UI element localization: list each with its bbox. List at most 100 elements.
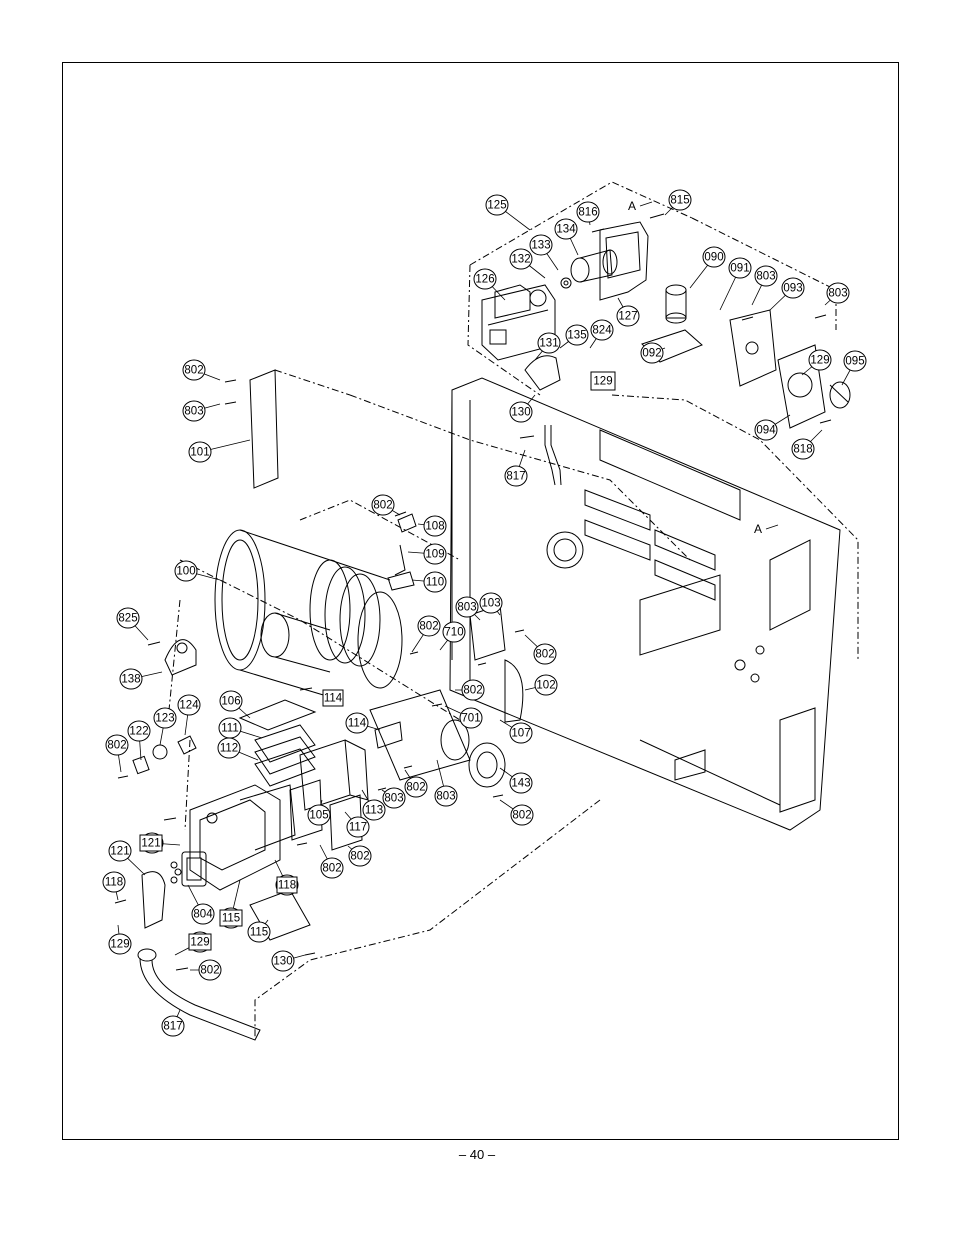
part-callout-090: 090 — [702, 246, 726, 268]
callout-box — [276, 876, 298, 894]
callout-number: 129 — [110, 939, 129, 951]
callout-circle — [182, 400, 206, 422]
callout-number: 803 — [756, 271, 775, 283]
part-124 — [177, 735, 197, 755]
boxed-callout-118: 118 — [276, 876, 298, 894]
callout-circle — [219, 690, 243, 712]
elbow-135 — [524, 355, 561, 391]
page-number: – 40 – — [458, 1147, 496, 1162]
part-callout-118: 118 — [102, 871, 126, 893]
callout-number: 106 — [221, 696, 240, 708]
part-callout-133: 133 — [529, 234, 553, 256]
rail-106-top — [238, 699, 317, 731]
callout-box — [139, 834, 163, 852]
part-callout-132: 132 — [509, 248, 533, 270]
heat-exchanger-100 — [214, 529, 403, 701]
boxed-callout-114: 114 — [322, 689, 344, 707]
callout-circle — [455, 596, 479, 618]
section-mark: A — [628, 199, 636, 213]
callout-number: 115 — [250, 927, 268, 939]
bracket-102 — [504, 659, 524, 723]
callout-number: 103 — [481, 598, 500, 610]
callout-number: 710 — [444, 627, 463, 639]
callout-box — [322, 689, 344, 707]
callout-circle — [537, 332, 561, 354]
part-callout-825: 825 — [116, 607, 140, 629]
callout-number: 113 — [365, 805, 383, 817]
part-callout-143: 143 — [509, 772, 533, 794]
callout-number: 802 — [373, 500, 392, 512]
callout-number: 802 — [107, 740, 126, 752]
callout-number: 111 — [221, 723, 238, 735]
part-callout-802: 802 — [371, 494, 395, 516]
part-callout-816: 816 — [576, 201, 600, 223]
part-callout-092: 092 — [640, 342, 664, 364]
part-callout-129: 129 — [808, 349, 832, 371]
part-callout-103: 103 — [479, 592, 503, 614]
part-callout-803: 803 — [754, 265, 778, 287]
callout-number: 802 — [350, 851, 369, 863]
cover-plate-101 — [249, 369, 279, 489]
cover-094 — [777, 344, 826, 429]
callout-circle — [781, 277, 805, 299]
part-callout-803: 803 — [382, 787, 406, 809]
callout-circle — [423, 543, 447, 565]
callout-circle — [728, 257, 752, 279]
callout-circle — [108, 933, 132, 955]
part-callout-130: 130 — [271, 950, 295, 972]
plate-110 — [387, 571, 415, 591]
callout-circle — [116, 607, 140, 629]
boxed-callout-129: 129 — [188, 933, 212, 951]
callout-circle — [320, 857, 344, 879]
callout-circle — [485, 194, 509, 216]
callout-circle — [191, 903, 215, 925]
part-callout-802: 802 — [417, 615, 441, 637]
orifice-090 — [665, 284, 687, 324]
callout-number: 105 — [309, 810, 328, 822]
part-callout-109: 109 — [423, 543, 447, 565]
callout-number: 802 — [184, 365, 203, 377]
callout-circle — [346, 816, 370, 838]
part-callout-130: 130 — [509, 401, 533, 423]
part-callout-134: 134 — [554, 218, 578, 240]
callout-circle — [217, 737, 241, 759]
gasket-143 — [468, 742, 506, 788]
callout-number: 802 — [200, 965, 219, 977]
part-callout-803: 803 — [182, 400, 206, 422]
gas-pipe — [544, 425, 562, 486]
callout-number: 127 — [618, 311, 637, 323]
callout-circle — [565, 324, 589, 346]
part-callout-110: 110 — [423, 571, 447, 593]
callout-number: 824 — [592, 325, 612, 337]
part-callout-093: 093 — [781, 277, 805, 299]
callout-circle — [434, 785, 458, 807]
callout-circle — [177, 694, 201, 716]
part-callout-091: 091 — [728, 257, 752, 279]
part-callout-803: 803 — [455, 596, 479, 618]
pipe-134 — [560, 249, 618, 289]
callout-number: 129 — [593, 376, 612, 388]
callout-number: 802 — [419, 621, 438, 633]
callout-number: 804 — [193, 909, 213, 921]
callout-circle — [345, 712, 369, 734]
callout-circle — [371, 494, 395, 516]
part-callout-113: 113 — [362, 799, 386, 821]
callout-circle — [153, 707, 177, 729]
callout-number: 102 — [536, 680, 555, 692]
callout-circle — [533, 643, 557, 665]
callout-circle — [459, 707, 483, 729]
callout-number: 125 — [487, 200, 506, 212]
callout-number: 126 — [475, 274, 494, 286]
part-callout-095: 095 — [843, 350, 867, 372]
callout-number: 092 — [642, 348, 661, 360]
part-callout-100: 100 — [174, 560, 198, 582]
callout-number: 802 — [322, 863, 341, 875]
callout-circle — [161, 1015, 185, 1037]
part-callout-802: 802 — [404, 776, 428, 798]
cabinet-body — [449, 377, 841, 831]
callout-circle — [754, 265, 778, 287]
boxed-callout-115: 115 — [219, 909, 243, 927]
screws-120 — [170, 861, 182, 884]
boxed-callout-121: 121 — [139, 834, 163, 852]
callout-circle — [348, 845, 372, 867]
